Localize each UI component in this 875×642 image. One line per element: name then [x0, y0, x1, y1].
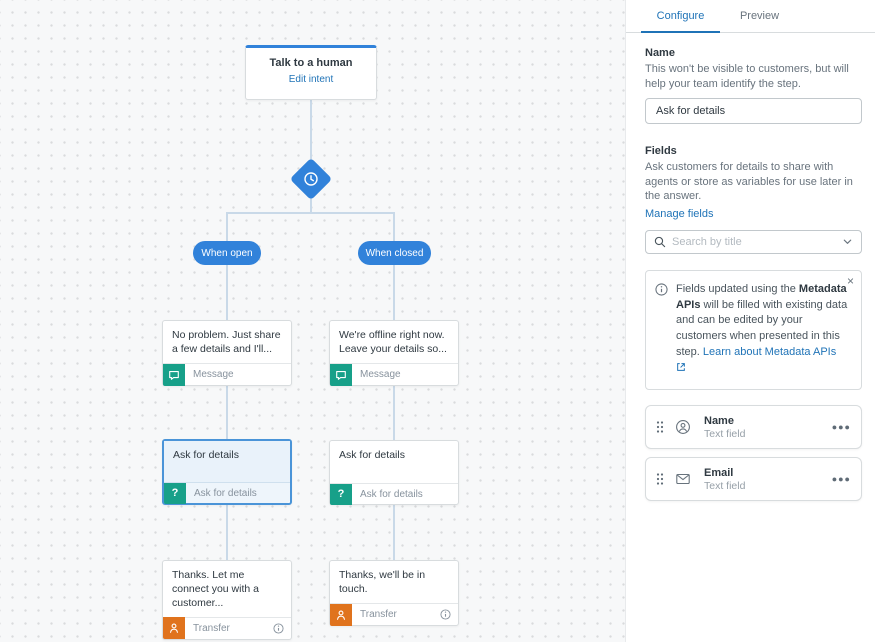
tab-configure[interactable]: Configure — [641, 0, 720, 33]
user-circle-icon — [675, 419, 691, 435]
step-type-label: Ask for details — [360, 488, 423, 500]
field-card-email[interactable]: Email Text field ●●● — [645, 457, 862, 502]
transfer-node-closed[interactable]: Thanks, we'll be in touch. Transfer — [329, 560, 459, 626]
flow-canvas[interactable]: Talk to a human Edit intent When open Wh… — [0, 0, 625, 642]
fields-section-title: Fields — [645, 145, 677, 158]
banner-text: Fields updated using the Metadata APIs w… — [676, 282, 849, 379]
agent-icon — [330, 603, 352, 626]
connector-line — [310, 198, 312, 213]
panel-tabs: Configure Preview — [626, 0, 875, 33]
step-type-label: Ask for details — [194, 487, 257, 499]
agent-icon — [163, 617, 185, 640]
ask-node-title: Ask for details — [339, 449, 405, 461]
drag-handle-icon[interactable] — [656, 420, 664, 434]
step-name-input[interactable] — [645, 98, 862, 125]
overflow-menu-icon[interactable]: ●●● — [831, 474, 851, 485]
manage-fields-link[interactable]: Manage fields — [645, 207, 714, 220]
tab-preview[interactable]: Preview — [739, 10, 780, 22]
learn-metadata-apis-link[interactable]: Learn about Metadata APIs — [702, 346, 837, 359]
overflow-menu-icon[interactable]: ●●● — [831, 422, 851, 433]
step-type-label: Message — [360, 369, 401, 380]
field-card-list: Name Text field ●●● Email Text field — [645, 405, 862, 502]
external-link-icon — [676, 362, 686, 378]
envelope-icon — [675, 471, 691, 487]
connector-line — [393, 503, 395, 560]
field-type: Text field — [704, 427, 746, 440]
intent-node[interactable]: Talk to a human Edit intent — [245, 45, 377, 100]
connector-line — [226, 385, 228, 440]
connector-line — [393, 213, 395, 241]
message-icon — [330, 363, 352, 386]
step-type-label: Transfer — [193, 622, 230, 634]
clock-icon — [304, 172, 318, 186]
step-type-label: Transfer — [360, 609, 397, 620]
connector-line — [226, 213, 228, 241]
info-icon[interactable] — [273, 622, 284, 634]
transfer-text: Thanks. Let me connect you with a custom… — [172, 569, 259, 610]
question-icon: ? — [164, 482, 186, 504]
name-section-title: Name — [645, 47, 675, 59]
branch-pill-when-closed[interactable]: When closed — [358, 241, 431, 265]
message-text: No problem. Just share a few details and… — [172, 329, 281, 356]
edit-intent-link[interactable]: Edit intent — [288, 74, 334, 85]
message-text: We're offline right now. Leave your deta… — [339, 329, 447, 356]
field-name: Email — [704, 466, 734, 479]
ask-node-title: Ask for details — [164, 441, 290, 482]
field-type: Text field — [704, 479, 746, 492]
field-name: Name — [704, 414, 734, 427]
field-search-combobox[interactable] — [645, 229, 862, 254]
connector-line — [226, 265, 228, 320]
chevron-down-icon — [843, 239, 852, 245]
transfer-text: Thanks, we'll be in touch. — [339, 569, 426, 596]
field-search-input[interactable] — [666, 235, 842, 248]
message-node-open[interactable]: No problem. Just share a few details and… — [162, 320, 292, 386]
config-panel: Configure Preview Name This won't be vis… — [625, 0, 875, 642]
drag-handle-icon[interactable] — [656, 472, 664, 486]
connector-line — [393, 385, 395, 440]
fields-section-description: Ask customers for details to share with … — [645, 161, 853, 203]
metadata-api-banner: Fields updated using the Metadata APIs w… — [645, 269, 862, 391]
message-icon — [163, 363, 185, 386]
connector-line — [393, 265, 395, 320]
branch-pill-when-open[interactable]: When open — [193, 241, 261, 265]
message-node-closed[interactable]: We're offline right now. Leave your deta… — [329, 320, 459, 386]
field-card-name[interactable]: Name Text field ●●● — [645, 405, 862, 450]
close-icon[interactable]: × — [846, 273, 854, 288]
intent-title: Talk to a human — [269, 57, 353, 69]
search-icon — [654, 236, 666, 247]
info-icon — [655, 282, 668, 379]
transfer-node-open[interactable]: Thanks. Let me connect you with a custom… — [162, 560, 292, 640]
connector-line — [310, 100, 312, 160]
connector-line — [226, 503, 228, 560]
info-icon[interactable] — [440, 609, 451, 620]
name-section-description: This won't be visible to customers, but … — [645, 63, 849, 90]
question-icon: ? — [330, 483, 352, 505]
ask-for-details-node-closed[interactable]: Ask for details ? Ask for details — [329, 440, 459, 505]
ask-for-details-node-open[interactable]: Ask for details ? Ask for details — [162, 439, 292, 505]
step-type-label: Message — [193, 369, 234, 380]
connector-line — [226, 212, 395, 214]
